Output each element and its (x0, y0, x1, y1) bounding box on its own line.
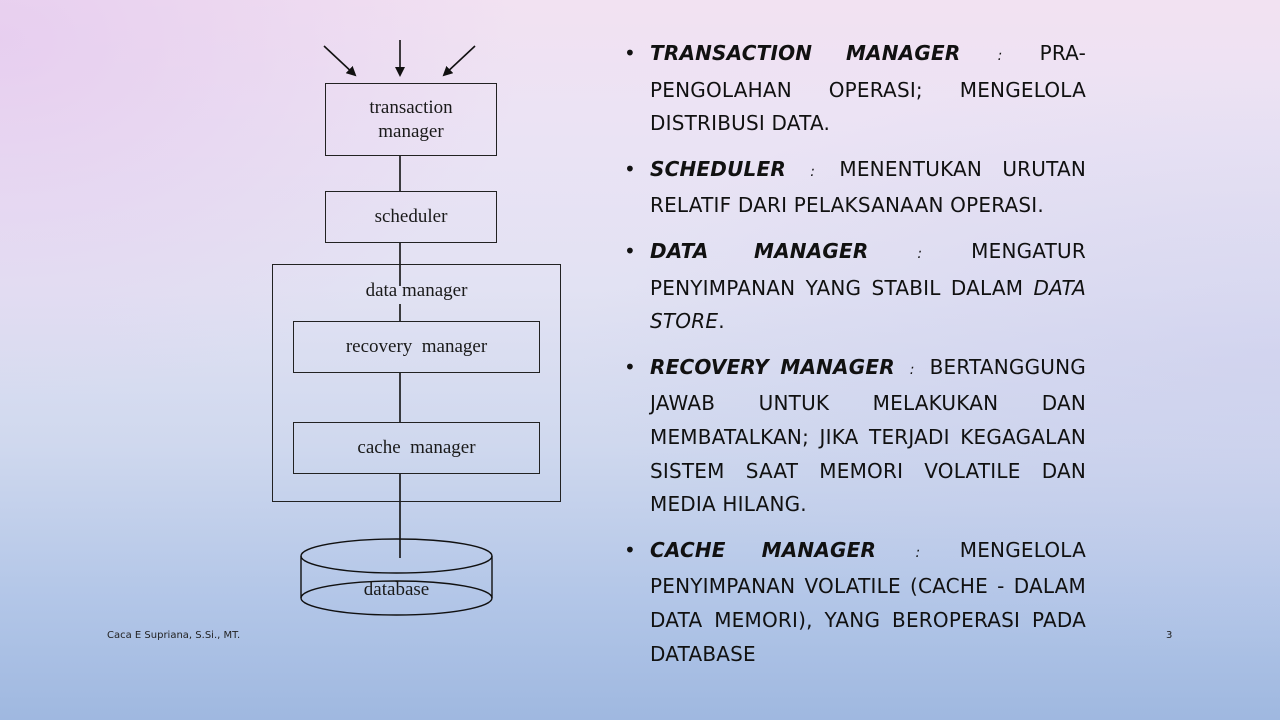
transaction-manager-node: transaction manager (325, 83, 497, 156)
cache-manager-node: cache manager (293, 422, 540, 474)
bullet-text-end: . (718, 309, 725, 334)
bullet-data-manager: • Data manager : mengatur penyimpanan ya… (624, 235, 1086, 339)
incoming-arrow-left (323, 45, 357, 77)
bullet-text: bertanggung jawab untuk melakukan dan me… (650, 354, 1086, 517)
data-manager-node: data manager (272, 264, 561, 502)
component-description-list: • Transaction manager : pra-pengolahan o… (624, 37, 1086, 683)
bullet-dot: • (624, 156, 636, 181)
bullet-text: menentukan urutan relatif dari pelaksana… (650, 156, 1086, 218)
diagram-connectors (300, 40, 493, 616)
bullet-separator: : (997, 48, 1003, 64)
incoming-arrow-right (442, 45, 476, 77)
bullet-text-italic: data store (650, 275, 1086, 334)
bullet-separator: : (915, 544, 921, 561)
dbms-architecture-diagram: transaction manager scheduler data manag… (0, 0, 620, 720)
bullet-text: mengatur penyimpanan yang stabil dalam (650, 238, 1086, 300)
transaction-manager-label-line2: manager (378, 120, 444, 142)
recovery-manager-label: recovery manager (345, 336, 488, 357)
bullet-dot: • (624, 238, 636, 263)
bullet-term: Data manager (650, 238, 869, 263)
bullet-cache-manager: • Cache manager : mengelola penyimpanan … (624, 534, 1086, 671)
scheduler-label: scheduler (374, 206, 448, 227)
database-label: database (363, 579, 430, 600)
data-manager-label: data manager (365, 280, 468, 301)
cache-manager-label: cache manager (357, 437, 476, 458)
bullet-separator: : (909, 361, 915, 378)
bullet-transaction-manager: • Transaction manager : pra-pengolahan o… (624, 37, 1086, 141)
bullet-term: Recovery manager (650, 354, 895, 379)
bullet-text: mengelola penyimpanan volatile (cache - … (650, 537, 1086, 666)
bullet-separator: : (917, 245, 923, 262)
bullet-scheduler: • Scheduler : menentukan urutan relatif … (624, 153, 1086, 223)
bullet-dot: • (624, 537, 636, 562)
recovery-manager-node: recovery manager (293, 321, 540, 373)
bullet-term: Cache manager (650, 537, 877, 562)
bullet-text: pra-pengolahan operasi; mengelola distri… (650, 41, 1087, 136)
database-cylinder (300, 538, 493, 616)
bullet-term: Scheduler (650, 156, 786, 181)
bullet-separator: : (810, 163, 816, 180)
slide-page-number: 3 (1166, 630, 1173, 641)
bullet-recovery-manager: • Recovery manager : bertanggung jawab u… (624, 351, 1086, 522)
bullet-term: Transaction manager (650, 41, 961, 65)
scheduler-node: scheduler (325, 191, 497, 243)
transaction-manager-label-line1: transaction (369, 96, 453, 118)
bullet-dot: • (624, 41, 636, 65)
bullet-dot: • (624, 354, 636, 379)
footer-author: Caca E Supriana, S.Si., MT. (107, 630, 241, 641)
